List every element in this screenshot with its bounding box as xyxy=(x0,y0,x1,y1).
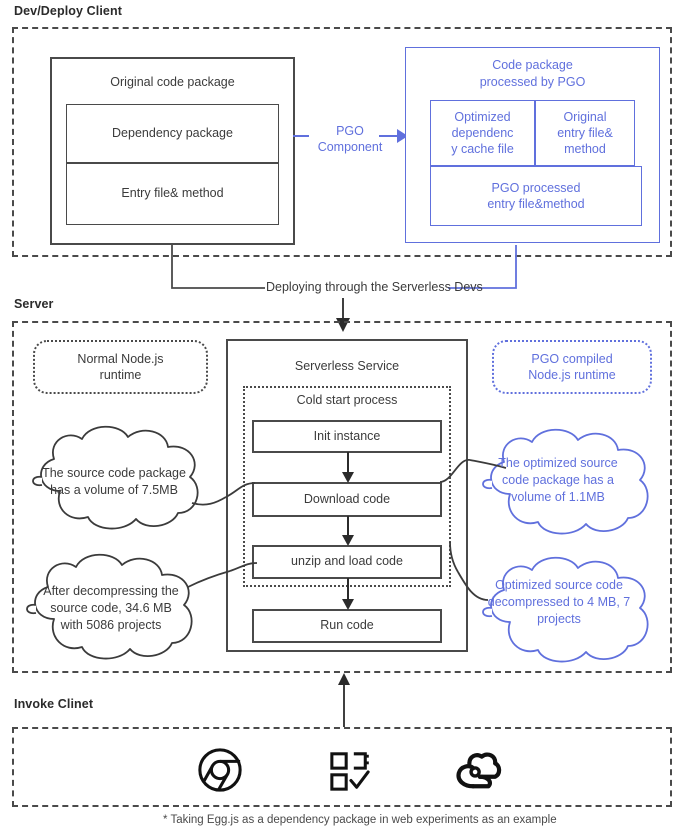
normal-nodejs-runtime-pill: Normal Node.js runtime xyxy=(33,340,208,394)
dev-client-zone xyxy=(12,27,672,257)
pgo-processed-entry-box: PGO processed entry file&method xyxy=(430,166,642,226)
normal-runtime-line2: runtime xyxy=(99,368,142,382)
original-entry-line1: Original xyxy=(563,109,607,124)
optimized-dep-line2: dependenc xyxy=(451,125,514,140)
section-title-invoke-client: Invoke Clinet xyxy=(14,697,94,711)
serverless-service-title: Serverless Service xyxy=(294,359,400,373)
arrow-init-to-download xyxy=(342,452,354,483)
pgo-component-connector xyxy=(293,129,408,143)
arrow-unzip-to-run xyxy=(342,578,354,610)
original-code-package-title: Original code package xyxy=(110,75,235,89)
pgo-component-line2: Component xyxy=(317,139,383,154)
pgo-entry-line1: PGO processed xyxy=(491,180,581,195)
optimized-dep-line1: Optimized xyxy=(454,109,511,124)
cold-start-process-title: Cold start process xyxy=(296,393,398,407)
arrow-download-to-unzip xyxy=(342,516,354,546)
server-zone xyxy=(12,321,672,673)
section-title-server: Server xyxy=(14,297,54,311)
step-unzip-load-code: unzip and load code xyxy=(252,545,442,579)
cloud-left-top xyxy=(32,425,256,530)
alibaba-cloud-icon[interactable] xyxy=(451,748,503,794)
invoke-client-zone xyxy=(12,727,672,807)
deploy-connector-label: Deploying through the Serverless Devs xyxy=(266,280,483,294)
pgo-runtime-line1: PGO compiled xyxy=(531,351,613,366)
cloud-right-bottom xyxy=(449,541,649,663)
cloud-left-bottom xyxy=(26,553,258,660)
dependency-package-box: Dependency package xyxy=(66,104,279,163)
arrow-invoke-to-server xyxy=(338,673,350,727)
optimized-dep-line3: y cache file xyxy=(451,142,514,157)
entry-file-method-box: Entry file& method xyxy=(66,163,279,225)
original-entry-method-box: Original entry file& method xyxy=(535,100,635,166)
original-entry-line2: entry file& xyxy=(557,125,613,140)
original-entry-line3: method xyxy=(564,142,606,157)
step-init-instance: Init instance xyxy=(252,420,442,453)
pgo-component-line1: PGO xyxy=(336,124,364,138)
cloud-right-top xyxy=(439,428,649,535)
optimized-dependency-cache-box: Optimized dependenc y cache file xyxy=(430,100,535,166)
postman-checklist-icon[interactable] xyxy=(327,748,373,794)
step-run-code: Run code xyxy=(252,609,442,643)
chrome-icon[interactable] xyxy=(195,745,245,795)
pgo-code-package-title-line1: Code package xyxy=(492,58,573,72)
section-title-dev-client: Dev/Deploy Client xyxy=(14,4,122,18)
footnote: * Taking Egg.js as a dependency package … xyxy=(163,814,557,826)
pgo-entry-line2: entry file&method xyxy=(487,197,585,211)
step-download-code: Download code xyxy=(252,482,442,517)
pgo-code-package-title-line2: processed by PGO xyxy=(479,75,586,89)
pgo-runtime-line2: Node.js runtime xyxy=(528,368,616,382)
pgo-component-label: PGO Component xyxy=(306,124,394,155)
pgo-nodejs-runtime-pill: PGO compiled Node.js runtime xyxy=(492,340,652,394)
normal-runtime-line1: Normal Node.js xyxy=(77,351,164,366)
